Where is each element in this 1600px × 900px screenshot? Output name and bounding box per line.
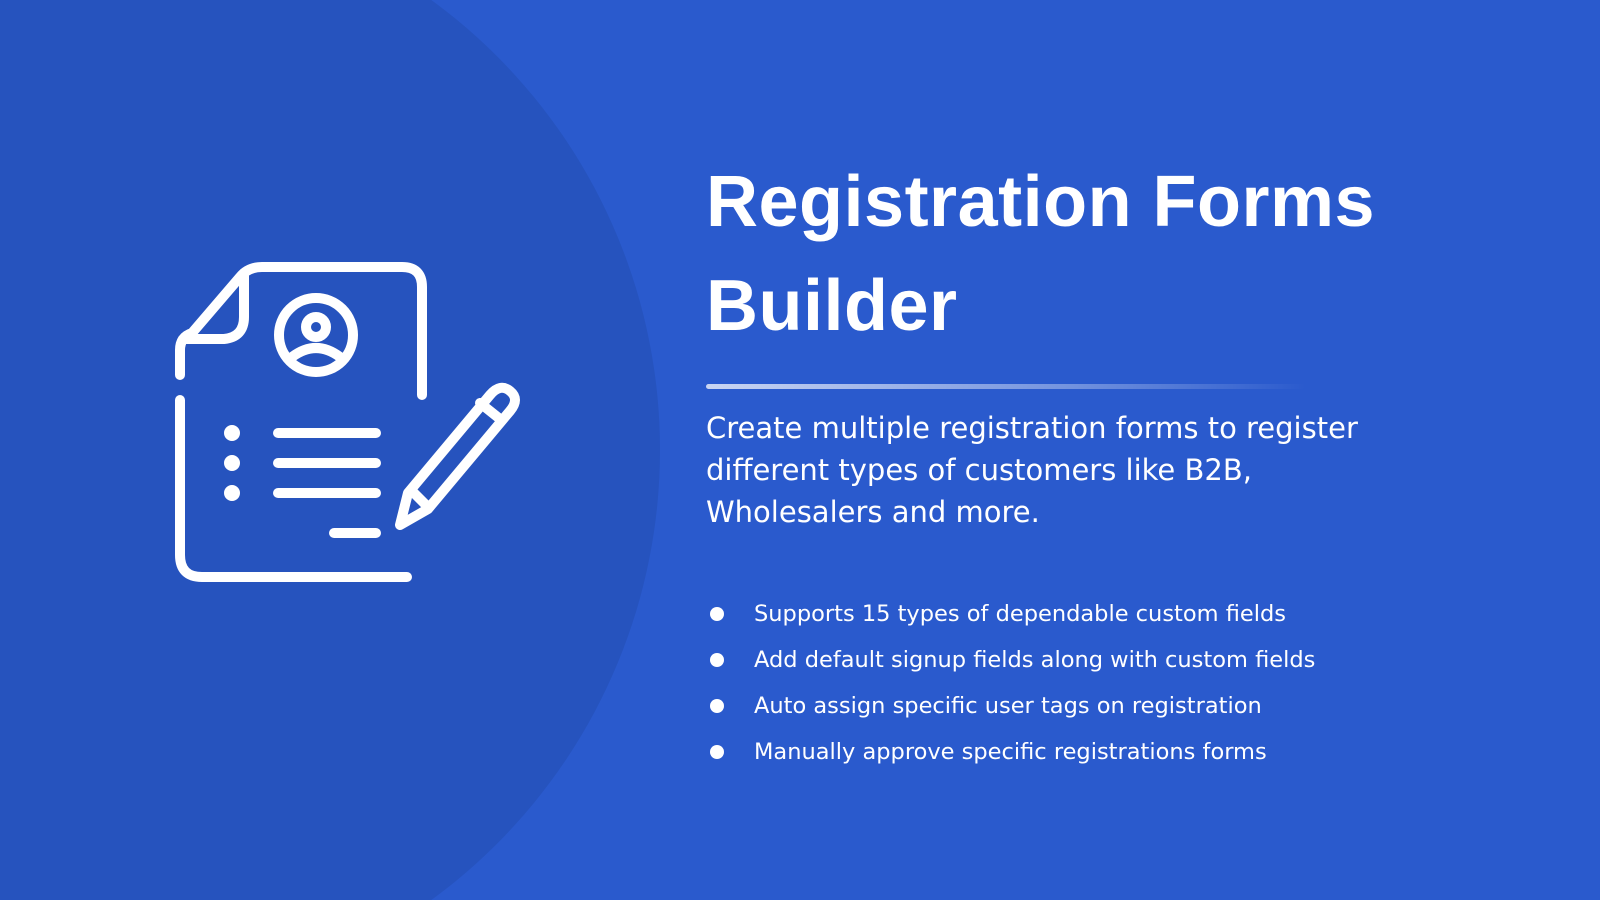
bullet-icon bbox=[710, 607, 724, 621]
feature-text: Auto assign specific user tags on regist… bbox=[754, 693, 1262, 719]
feature-list: Supports 15 types of dependable custom f… bbox=[706, 591, 1466, 775]
feature-item: Add default signup fields along with cus… bbox=[706, 637, 1466, 683]
title-line-2: Builder bbox=[706, 266, 958, 346]
description: Create multiple registration forms to re… bbox=[706, 411, 1358, 529]
feature-text: Add default signup fields along with cus… bbox=[754, 647, 1316, 673]
feature-text: Supports 15 types of dependable custom f… bbox=[754, 601, 1286, 627]
feature-item: Supports 15 types of dependable custom f… bbox=[706, 591, 1466, 637]
background-circle bbox=[0, 0, 660, 900]
feature-item: Manually approve specific registrations … bbox=[706, 729, 1466, 775]
page-title: Registration Forms Builder bbox=[706, 150, 1466, 358]
title-divider bbox=[706, 384, 1306, 389]
hero-content: Registration Forms Builder Create multip… bbox=[706, 150, 1466, 775]
feature-item: Auto assign specific user tags on regist… bbox=[706, 683, 1466, 729]
feature-text: Manually approve specific registrations … bbox=[754, 739, 1267, 765]
bullet-icon bbox=[710, 653, 724, 667]
registration-form-pencil-icon bbox=[170, 255, 530, 595]
bullet-icon bbox=[710, 699, 724, 713]
bullet-icon bbox=[710, 745, 724, 759]
title-line-1: Registration Forms bbox=[706, 162, 1376, 242]
